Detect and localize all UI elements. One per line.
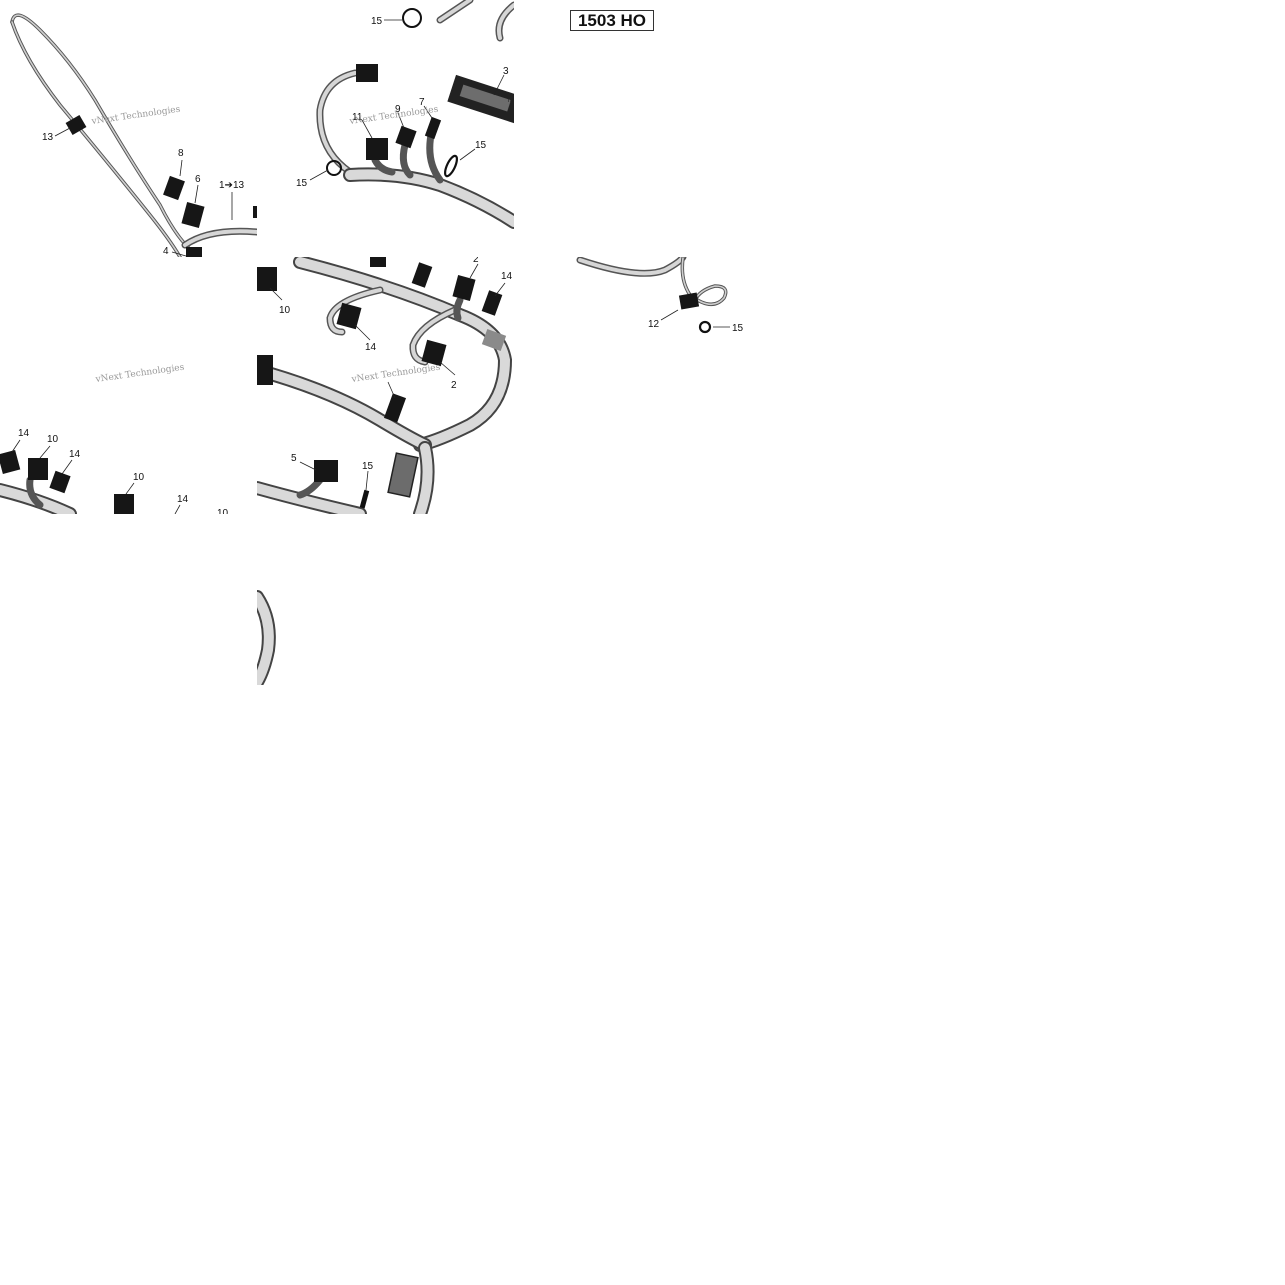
connector: [257, 355, 273, 385]
callout-11: 11: [352, 112, 363, 123]
callout-15: 15: [371, 16, 383, 27]
connector: [65, 114, 87, 136]
tile-top-left: 13 8 6 1➔13 4 vNext Technologies: [10, 13, 257, 257]
connector: [452, 275, 476, 301]
callout-14: 14: [18, 428, 30, 439]
connector: [370, 257, 386, 267]
cable-tie: [326, 160, 342, 176]
harness-branch: [410, 308, 457, 364]
grommet: [481, 329, 507, 351]
watermark: vNext Technologies: [94, 363, 185, 386]
callout-10: 10: [133, 472, 145, 483]
fuse-box: [387, 452, 419, 498]
harness-loop: [11, 21, 181, 257]
harness-loop: [11, 14, 201, 257]
harness-branch: [183, 229, 257, 247]
ecm-module-face: [459, 84, 511, 112]
harness-branch: [296, 476, 324, 499]
callout-1-to-13: 1➔13: [219, 180, 245, 191]
connector: [383, 393, 407, 423]
callout-10: 10: [217, 508, 229, 519]
connector: [678, 292, 700, 310]
callout-2: 14: [365, 342, 377, 353]
callout-15: 15: [362, 461, 374, 472]
harness-loop: [10, 13, 202, 257]
tile-top-middle: 15 3 11 9 7 15 15 mmr6R1122 vNext Techno…: [296, 0, 541, 229]
watermark: vNext Technologies: [350, 363, 441, 386]
harness-branch: [497, 3, 514, 40]
connector: [181, 202, 205, 228]
main-harness: [295, 257, 511, 450]
harness-branch: [681, 257, 727, 306]
harness-branch: [327, 288, 382, 334]
callout-7: 7: [419, 97, 425, 108]
connector: [395, 125, 417, 149]
harness-branch: [438, 0, 472, 22]
connector: [481, 290, 503, 316]
callout-12: 12: [648, 319, 660, 330]
connector: [411, 262, 433, 288]
part-code: mmr6R1122: [508, 98, 541, 104]
harness-branch: [26, 476, 44, 509]
connector: [336, 302, 362, 330]
connector: [253, 206, 257, 218]
main-harness: [345, 169, 514, 227]
callout-5: 5: [291, 453, 297, 464]
callout-9: 9: [395, 104, 401, 115]
callout-13: 13: [42, 132, 54, 143]
connector: [163, 175, 185, 201]
callout-2: 2: [451, 380, 457, 391]
connector: [0, 450, 21, 474]
harness-branch: [399, 141, 414, 179]
callout-14: 14: [501, 271, 513, 282]
callout-15: 15: [732, 323, 744, 334]
callout-4: 4: [163, 246, 169, 257]
callout-10: 2: [473, 254, 479, 265]
callout-14: 14: [69, 449, 81, 460]
connector: [356, 64, 378, 82]
callout-2: 10: [279, 305, 291, 316]
tile-center: 10 14 2 14 2 5 15 2 vNext Technologies: [257, 254, 513, 514]
callout-15: 15: [475, 140, 487, 151]
harness-branch: [371, 156, 396, 176]
connector: [28, 458, 48, 480]
connector: [186, 247, 202, 257]
callout-14: 14: [177, 494, 189, 505]
diagram-title: 1503 HO: [570, 10, 654, 31]
connector: [366, 138, 388, 160]
main-harness: [415, 443, 433, 514]
main-harness: [257, 592, 274, 685]
callout-15: 15: [296, 178, 308, 189]
connector: [421, 339, 447, 367]
tile-middle-right: 12 15: [576, 257, 744, 334]
connector: [424, 116, 442, 140]
harness-branch: [317, 71, 357, 174]
connector: [114, 494, 134, 514]
cable-tie: [402, 8, 422, 28]
main-harness: [257, 365, 430, 450]
callout-10: 10: [47, 434, 59, 445]
callout-3: 3: [503, 66, 509, 77]
harness-branch: [453, 296, 464, 322]
cable-tie: [698, 320, 712, 334]
callout-6: 6: [195, 174, 201, 185]
main-harness: [257, 483, 365, 514]
watermark: vNext Technologies: [90, 105, 181, 128]
watermark: vNext Technologies: [348, 105, 439, 128]
callout-8: 8: [178, 148, 184, 159]
cable-tie: [444, 154, 458, 178]
connector: [257, 267, 277, 291]
main-harness: [578, 257, 685, 276]
connector: [314, 460, 338, 482]
tile-middle-left: 14 10 14 10 14 10 vNext Technologies: [0, 363, 229, 519]
cable-tie: [359, 489, 370, 509]
connector: [49, 470, 71, 494]
tile-lower-fragment: [257, 590, 276, 685]
